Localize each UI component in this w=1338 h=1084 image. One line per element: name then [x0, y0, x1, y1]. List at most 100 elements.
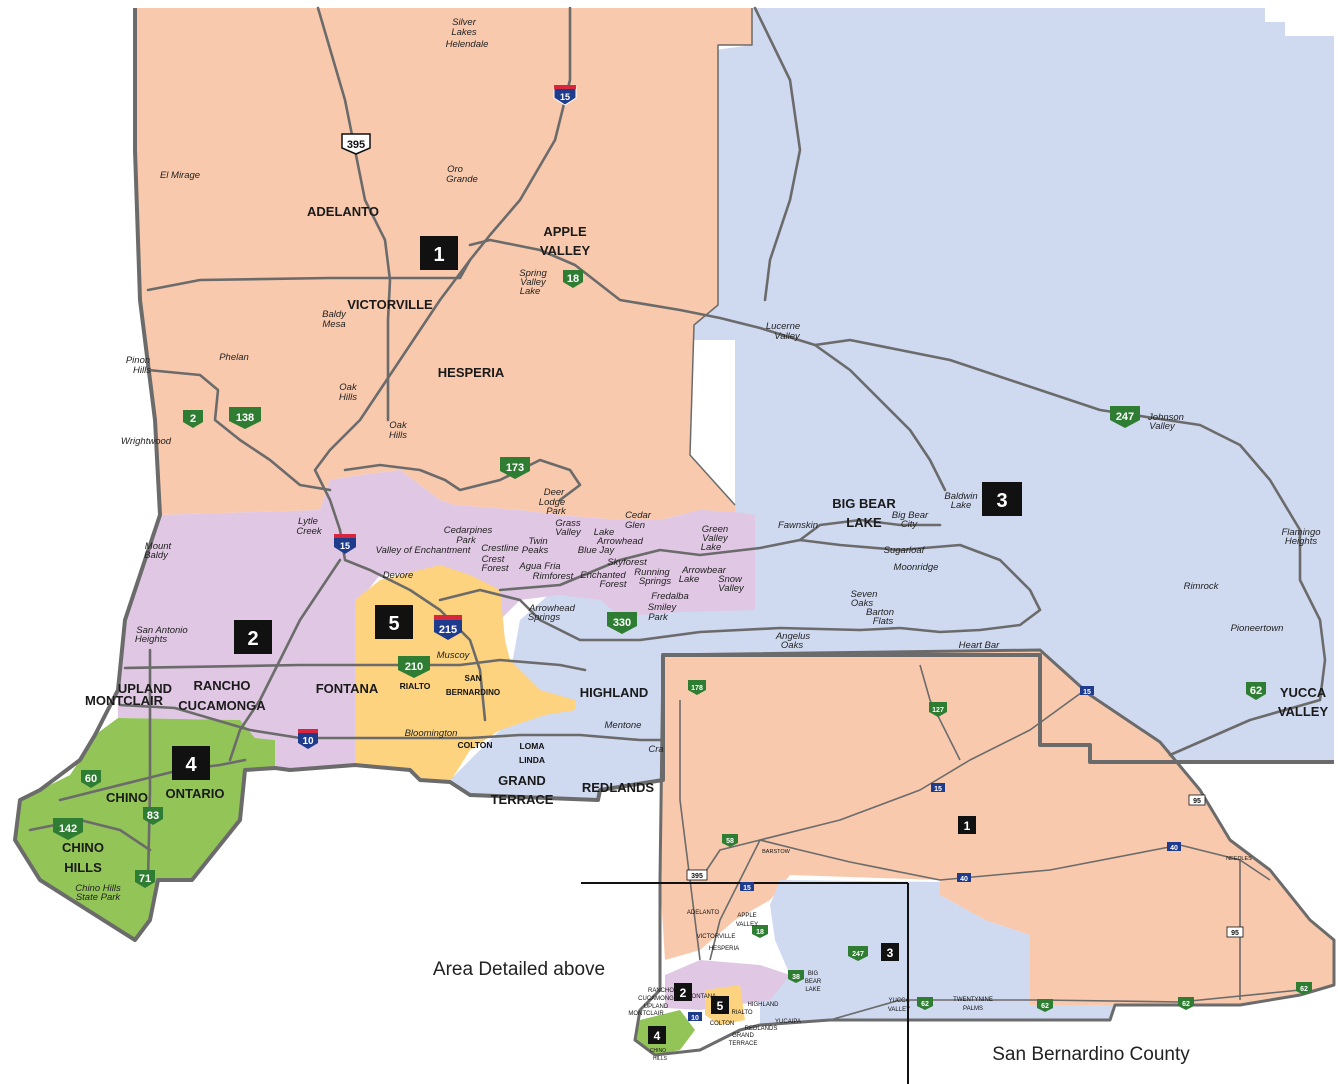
svg-text:Mentone: Mentone — [605, 720, 642, 731]
svg-text:Lytle: Lytle — [298, 516, 318, 527]
interstate-10-shield: 10 — [298, 729, 318, 749]
svg-text:Lake: Lake — [951, 500, 972, 511]
svg-text:Twin: Twin — [528, 536, 547, 547]
inset-i-15a-shield: 15 — [1080, 686, 1094, 696]
county-caption: San Bernardino County — [992, 1044, 1190, 1065]
svg-text:Heights: Heights — [135, 634, 167, 645]
district-3-marker: 3 — [982, 482, 1022, 516]
district-2-marker: 2 — [234, 620, 272, 654]
svg-text:Valley: Valley — [520, 277, 547, 288]
district-1-marker: 1 — [420, 236, 458, 270]
svg-text:Heart Bar: Heart Bar — [959, 640, 1000, 651]
sr-330-shield: 330 — [607, 612, 637, 634]
svg-text:Lake: Lake — [701, 542, 722, 553]
svg-text:LAKE: LAKE — [846, 515, 882, 530]
svg-text:Oaks: Oaks — [851, 598, 873, 609]
inset-district-5-marker: 5 — [711, 996, 729, 1014]
svg-text:Mesa: Mesa — [322, 319, 345, 330]
svg-text:Devore: Devore — [383, 570, 414, 581]
svg-text:HESPERIA: HESPERIA — [438, 365, 505, 380]
svg-text:Agua Fria: Agua Fria — [518, 561, 560, 572]
svg-text:Heights: Heights — [1285, 536, 1317, 547]
svg-text:Forest: Forest — [600, 579, 627, 590]
sr-71-shield: 71 — [135, 870, 155, 888]
inset-district-4-marker: 4 — [648, 1026, 666, 1044]
sr-210-shield: 210 — [398, 656, 430, 678]
sr-247-shield: 247 — [1110, 406, 1140, 428]
svg-text:VICTORVILLE: VICTORVILLE — [347, 297, 433, 312]
sr-2-shield: 2 — [183, 410, 203, 428]
svg-text:Baldy: Baldy — [322, 309, 347, 320]
svg-text:BIG BEAR: BIG BEAR — [832, 496, 896, 511]
svg-text:Valley: Valley — [774, 331, 801, 342]
district-1-3-border — [689, 8, 753, 506]
svg-text:Rimrock: Rimrock — [1184, 581, 1220, 592]
svg-text:Silver: Silver — [452, 17, 477, 28]
svg-text:Skyforest: Skyforest — [607, 557, 647, 568]
sr-60-shield: 60 — [81, 770, 101, 788]
svg-text:Valley: Valley — [555, 527, 582, 538]
svg-text:Running: Running — [634, 567, 670, 578]
svg-text:Springs: Springs — [528, 612, 560, 623]
svg-text:95: 95 — [1231, 930, 1239, 937]
svg-text:BEAR: BEAR — [805, 979, 822, 985]
svg-text:LOMA: LOMA — [519, 741, 544, 751]
svg-text:BIG: BIG — [808, 971, 819, 977]
svg-text:Pinon: Pinon — [126, 355, 150, 366]
svg-text:Blue Jay: Blue Jay — [578, 545, 616, 556]
svg-text:CHINO: CHINO — [650, 1048, 666, 1054]
svg-text:5: 5 — [388, 613, 399, 635]
inset-district-1-marker: 1 — [958, 816, 976, 834]
area-detailed-caption: Area Detailed above — [433, 959, 605, 980]
svg-text:HIGHLAND: HIGHLAND — [747, 1002, 779, 1008]
inset-district-1-region — [660, 650, 1334, 1005]
svg-text:FONTANA: FONTANA — [688, 994, 716, 1000]
svg-text:Pioneertown: Pioneertown — [1231, 623, 1284, 634]
svg-text:178: 178 — [691, 685, 703, 692]
svg-text:COLTON: COLTON — [710, 1021, 734, 1027]
svg-text:RANCHO: RANCHO — [193, 678, 250, 693]
sr-142-shield: 142 — [53, 818, 83, 840]
svg-text:Seven: Seven — [851, 589, 878, 600]
svg-text:Lake: Lake — [594, 527, 615, 538]
roads — [28, 6, 1327, 882]
svg-text:Peaks: Peaks — [522, 545, 549, 556]
svg-text:3: 3 — [996, 490, 1007, 512]
svg-text:Fawnskin: Fawnskin — [778, 520, 818, 531]
svg-text:Green: Green — [702, 524, 728, 535]
svg-text:Johnson: Johnson — [1147, 412, 1184, 423]
svg-text:Smiley: Smiley — [648, 602, 678, 613]
svg-text:Valley: Valley — [1149, 421, 1176, 432]
inset-i-15c-shield: 15 — [740, 882, 754, 892]
svg-text:TWENTYNINE: TWENTYNINE — [953, 997, 993, 1003]
svg-text:YUCCA: YUCCA — [888, 998, 909, 1004]
inset-us-95a-shield: 95 — [1188, 794, 1206, 806]
svg-text:RIALTO: RIALTO — [731, 1010, 752, 1016]
svg-text:HESPERIA: HESPERIA — [709, 946, 739, 952]
svg-text:15: 15 — [560, 92, 570, 102]
svg-text:TERRACE: TERRACE — [491, 792, 554, 807]
inset-county-outline — [633, 648, 1336, 1057]
sr-83-shield: 83 — [143, 807, 163, 825]
svg-text:VICTORVILLE: VICTORVILLE — [697, 934, 736, 940]
svg-text:Fredalba: Fredalba — [651, 591, 689, 602]
svg-text:Snow: Snow — [718, 574, 743, 585]
svg-text:CHINO: CHINO — [62, 840, 104, 855]
inset-sr-62a-shield: 62 — [917, 997, 933, 1010]
inset-us-395-shield: 395 — [686, 869, 708, 881]
inset-sr-62c-shield: 62 — [1178, 997, 1194, 1010]
svg-text:4: 4 — [654, 1029, 661, 1043]
us-395-shield: 395 — [341, 133, 371, 155]
svg-text:15: 15 — [340, 541, 350, 551]
svg-text:Cedarpines: Cedarpines — [444, 525, 493, 536]
svg-text:15: 15 — [1083, 689, 1091, 696]
inset-i-40b-shield: 40 — [957, 873, 971, 883]
svg-text:62: 62 — [921, 1001, 929, 1008]
svg-text:Big Bear: Big Bear — [892, 510, 929, 521]
inset-shields: 178 127 15 15 15 58 40 40 95 95 395 18 2… — [686, 680, 1312, 1022]
svg-text:HILLS: HILLS — [653, 1056, 668, 1062]
svg-text:APPLE: APPLE — [543, 224, 587, 239]
svg-text:Hills: Hills — [133, 365, 151, 376]
svg-text:Lake: Lake — [520, 286, 541, 297]
